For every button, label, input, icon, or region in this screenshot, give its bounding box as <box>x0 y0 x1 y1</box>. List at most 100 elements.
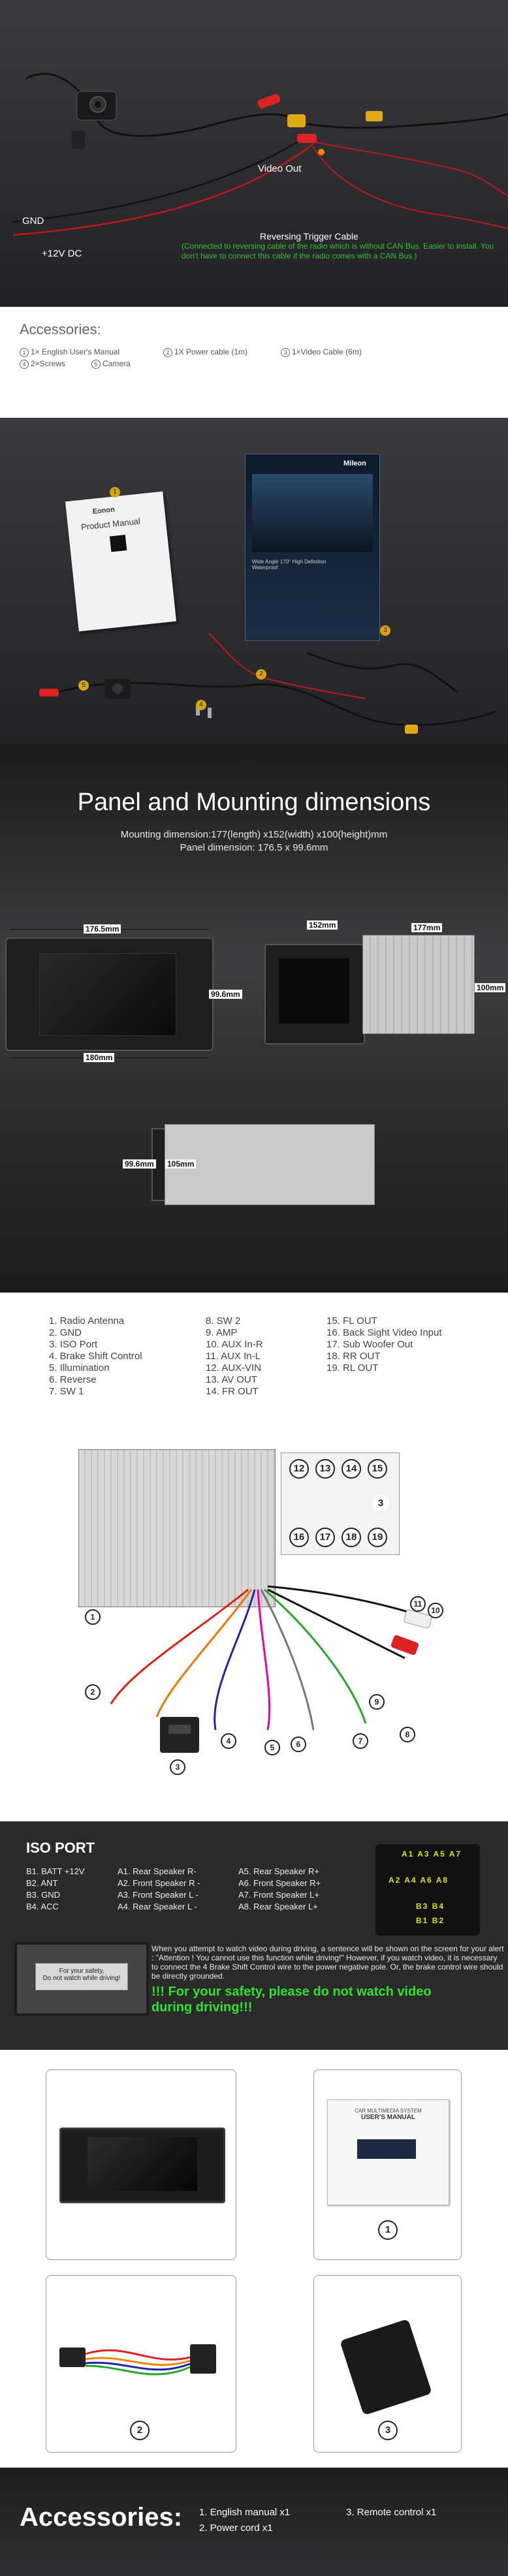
port-item: 2. GND <box>49 1327 82 1338</box>
number-circle: 2 <box>163 348 172 357</box>
dim-99-6: 99.6mm <box>209 990 242 999</box>
port-list-section: 1. Radio Antenna 2. GND 3. ISO Port 4. B… <box>0 1293 508 1423</box>
callout-16: 16 <box>289 1528 309 1547</box>
dimensions-section: Panel and Mounting dimensions Mounting d… <box>0 744 508 1293</box>
port-item: 11. AUX In-L <box>206 1351 261 1362</box>
iso-connector: A1 A3 A5 A7 A2 A4 A6 A8 B3 B4 B1 B2 <box>375 1844 480 1936</box>
footer-title: Accessories: <box>20 2503 183 2532</box>
dim-105: 105mm <box>165 1159 197 1169</box>
callout-15: 15 <box>368 1459 387 1479</box>
port-item: 17. Sub Woofer Out <box>326 1339 413 1350</box>
iso-a-list-2: A5. Rear Speaker R+A6. Front Speaker R+A… <box>238 1866 321 1911</box>
v12-label: +12V DC <box>42 248 82 259</box>
panel-dimension: Panel dimension: 176.5 x 99.6mm <box>180 842 328 853</box>
callout-8: 8 <box>400 1727 415 1742</box>
callout-14: 14 <box>341 1459 361 1479</box>
port-item: 12. AUX-VIN <box>206 1362 262 1374</box>
dim-180: 180mm <box>84 1053 115 1062</box>
dim-100: 100mm <box>475 983 506 992</box>
number-circle: 3 <box>281 348 290 357</box>
port-item: 5. Illumination <box>49 1362 110 1374</box>
callout-4: 4 <box>221 1733 236 1749</box>
port-column-1: 1. Radio Antenna 2. GND 3. ISO Port 4. B… <box>49 1315 142 1398</box>
callout-3: 3 <box>170 1759 185 1775</box>
photo-head-unit <box>46 2069 236 2260</box>
port-item: 8. SW 2 <box>206 1315 241 1327</box>
number-circle: 5 <box>91 360 101 369</box>
footer-item-3: 3. Remote control x1 <box>346 2507 437 2518</box>
dim-177: 177mm <box>411 923 443 932</box>
warning-text: When you attempt to watch video during d… <box>151 1944 504 1981</box>
port-item: 14. FR OUT <box>206 1386 259 1397</box>
callout-10: 10 <box>428 1603 443 1618</box>
reversing-cable-label: Reversing Trigger Cable <box>260 231 358 242</box>
callout-19: 19 <box>368 1528 387 1547</box>
callout-7: 7 <box>353 1733 368 1749</box>
callout-1: 1 <box>110 487 120 497</box>
port-column-3: 15. FL OUT 16. Back Sight Video Input 17… <box>326 1315 442 1374</box>
product-photos-section: CAR MULTIMEDIA SYSTEM USER'S MANUAL 1 2 … <box>0 2050 508 2468</box>
dimensions-title: Panel and Mounting dimensions <box>77 789 431 816</box>
port-item: 1. Radio Antenna <box>49 1315 125 1327</box>
footer-accessories: Accessories: 1. English manual x1 2. Pow… <box>0 2468 508 2576</box>
callout-9: 9 <box>369 1694 385 1710</box>
port-item: 19. RL OUT <box>326 1362 379 1374</box>
photo-power-cable: 2 <box>46 2275 236 2453</box>
port-item: 4. Brake Shift Control <box>49 1351 142 1362</box>
port-item: 18. RR OUT <box>326 1351 381 1362</box>
port-item: 6. Reverse <box>49 1374 97 1385</box>
port-item: 13. AV OUT <box>206 1374 257 1385</box>
callout-4: 4 <box>196 700 206 710</box>
warning-screen: For your safety, Do not watch while driv… <box>14 1942 149 2016</box>
photo-remote: 3 <box>313 2275 462 2453</box>
callout-18: 18 <box>341 1528 361 1547</box>
callout-5: 5 <box>264 1740 280 1755</box>
callout-3: 3 <box>380 625 390 636</box>
accessories-photo-section: Eonon Product Manual 1 Mileon Wide Angle… <box>0 418 508 744</box>
reversing-cable-note: (Connected to reversing cable of the rad… <box>182 242 494 260</box>
unit-chassis-rear <box>78 1449 276 1607</box>
camera-box: Mileon Wide Angle 170° High Definition W… <box>245 454 380 641</box>
photo-number: 2 <box>130 2421 150 2440</box>
wiring-section: 12 13 14 15 16 17 18 19 3 1 2 3 4 5 6 7 … <box>0 1423 508 1821</box>
port-item: 3. ISO Port <box>49 1339 98 1350</box>
port-column-2: 8. SW 2 9. AMP 10. AUX In-R 11. AUX In-L… <box>206 1315 263 1398</box>
side-unit-chassis <box>165 1124 375 1205</box>
port-item: 9. AMP <box>206 1327 238 1338</box>
callout-2: 2 <box>256 669 266 680</box>
footer-item-2: 2. Power cord x1 <box>199 2522 273 2534</box>
callout-12: 12 <box>289 1459 309 1479</box>
iso-title: ISO PORT <box>26 1840 95 1856</box>
callout-2: 2 <box>85 1684 101 1700</box>
port-item: 7. SW 1 <box>49 1386 84 1397</box>
dim-152: 152mm <box>307 920 338 930</box>
dim-176-5: 176.5mm <box>84 924 121 934</box>
warning-big-2: during driving!!! <box>151 2000 253 2015</box>
footer-item-1: 1. English manual x1 <box>199 2507 291 2518</box>
callout-5: 5 <box>78 680 89 691</box>
angled-unit-chassis <box>362 935 475 1034</box>
warning-big-1: !!! For your safety, please do not watch… <box>151 1985 432 1999</box>
front-unit <box>5 937 214 1051</box>
number-circle: 1 <box>20 348 29 357</box>
callout-17: 17 <box>315 1528 335 1547</box>
callout-1: 1 <box>85 1609 101 1625</box>
port-item: 15. FL OUT <box>326 1315 377 1327</box>
accessories-title: Accessories: <box>20 321 101 338</box>
callout-13: 13 <box>315 1459 335 1479</box>
photo-number: 3 <box>378 2421 398 2440</box>
cables-illustration <box>39 633 497 734</box>
number-circle: 4 <box>20 360 29 369</box>
callout-11: 11 <box>410 1596 426 1612</box>
photo-manual: CAR MULTIMEDIA SYSTEM USER'S MANUAL 1 <box>313 2069 462 2260</box>
callout-6: 6 <box>291 1736 306 1752</box>
angled-unit-front <box>264 944 365 1045</box>
